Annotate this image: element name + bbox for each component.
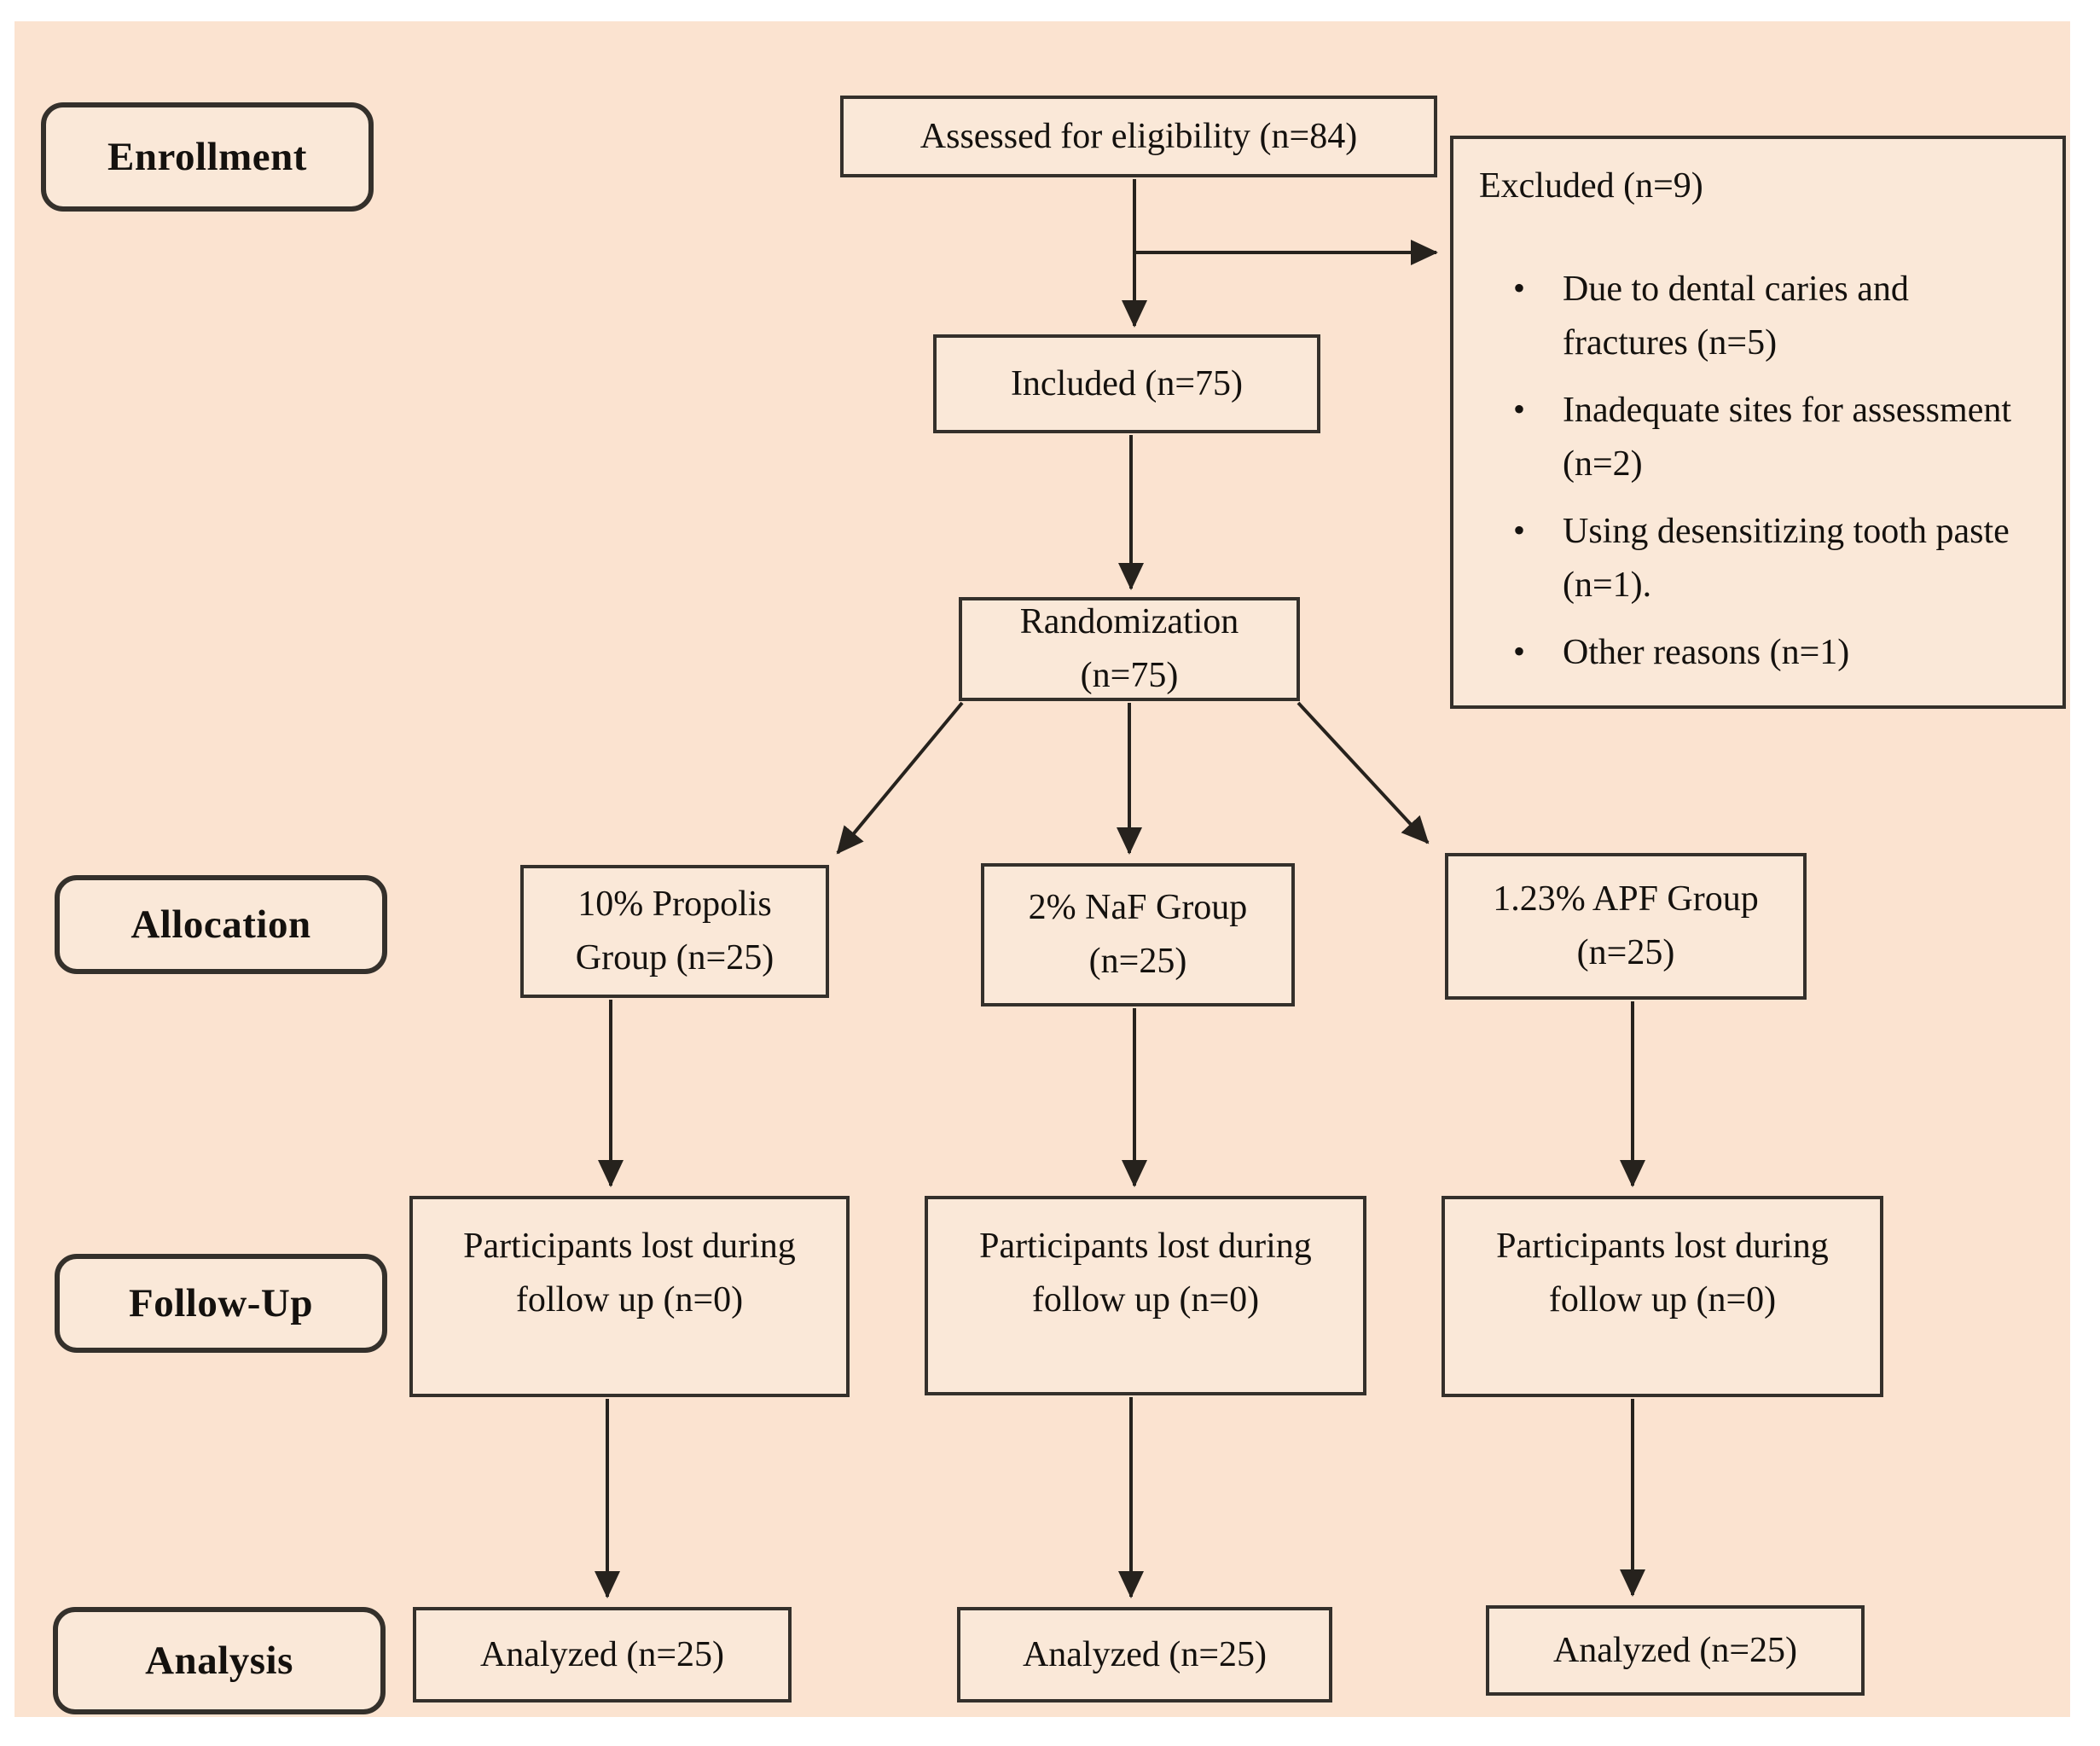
box-randomization: Randomization (n=75) — [959, 597, 1300, 701]
stage-label-enrollment: Enrollment — [41, 102, 374, 212]
box-excluded: Excluded (n=9) • Due to dental caries an… — [1450, 136, 2066, 709]
box-analyzed-propolis: Analyzed (n=25) — [413, 1607, 792, 1702]
box-group-propolis: 10% Propolis Group (n=25) — [520, 865, 829, 998]
excluded-reason-text: Due to dental caries and fractures (n=5) — [1563, 270, 1909, 363]
box-group-apf: 1.23% APF Group (n=25) — [1445, 853, 1807, 1000]
box-analyzed-apf: Analyzed (n=25) — [1486, 1605, 1865, 1696]
box-followup-apf: Participants lost during follow up (n=0) — [1442, 1196, 1883, 1397]
excluded-reason-item: • Due to dental caries and fractures (n=… — [1513, 263, 2037, 370]
arrow-randomization-to-propolis — [836, 701, 964, 855]
excluded-reason-text: Other reasons (n=1) — [1563, 633, 1850, 672]
bullet-marker: • — [1513, 269, 1526, 307]
stage-label-allocation: Allocation — [55, 875, 387, 974]
excluded-reason-item: • Inadequate sites for assessment (n=2) — [1513, 384, 2037, 491]
excluded-reason-list: • Due to dental caries and fractures (n=… — [1479, 263, 2037, 680]
excluded-reason-text: Inadequate sites for assessment (n=2) — [1563, 391, 2012, 484]
box-assessed-for-eligibility: Assessed for eligibility (n=84) — [840, 96, 1437, 177]
box-included: Included (n=75) — [933, 334, 1320, 433]
arrow-randomization-to-apf — [1297, 701, 1430, 844]
stage-label-analysis: Analysis — [53, 1607, 386, 1714]
excluded-reason-item: • Using desensitizing tooth paste (n=1). — [1513, 505, 2037, 612]
box-group-naf: 2% NaF Group (n=25) — [981, 863, 1295, 1006]
box-followup-propolis: Participants lost during follow up (n=0) — [409, 1196, 850, 1397]
stage-label-follow-up: Follow-Up — [55, 1254, 387, 1353]
excluded-reason-text: Using desensitizing tooth paste (n=1). — [1563, 512, 2010, 605]
bullet-marker: • — [1513, 511, 1526, 549]
box-analyzed-naf: Analyzed (n=25) — [957, 1607, 1332, 1702]
box-followup-naf: Participants lost during follow up (n=0) — [925, 1196, 1366, 1395]
bullet-marker: • — [1513, 390, 1526, 428]
excluded-title: Excluded (n=9) — [1479, 166, 1703, 206]
excluded-reason-item: • Other reasons (n=1) — [1513, 626, 2037, 680]
bullet-marker: • — [1513, 632, 1526, 670]
